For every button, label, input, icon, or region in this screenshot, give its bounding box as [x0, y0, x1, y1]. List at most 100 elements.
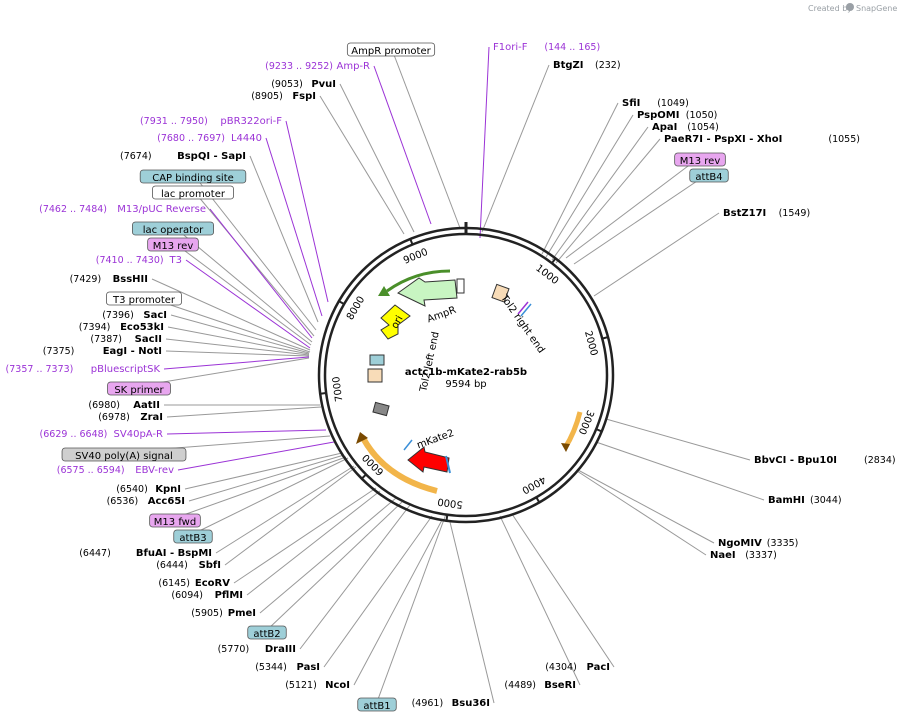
m13-puc-reverse-name: M13/pUC Reverse: [117, 204, 206, 215]
naei-position: (3337): [745, 550, 777, 561]
ecorv-position: (6145): [158, 578, 190, 589]
m13-rev-left-label[interactable]: M13 rev: [147, 237, 199, 252]
eagi-label[interactable]: EagI - NotI(7375): [43, 346, 162, 357]
tick-mark: [551, 257, 557, 264]
amp-r-label[interactable]: Amp-R(9233 .. 9252): [265, 61, 370, 72]
sacii-label[interactable]: SacII(7387): [90, 334, 162, 345]
paer7i-name: PaeR7I - PspXI - XhoI: [664, 134, 782, 145]
tick-label: 5000: [437, 495, 464, 509]
attb2-label[interactable]: attB2: [247, 625, 287, 640]
sv40-polya-text: SV40 poly(A) signal: [75, 451, 173, 462]
btgzi-position: (232): [595, 60, 621, 71]
aatii-label[interactable]: AatII(6980): [88, 400, 160, 411]
bseri-label[interactable]: BseRI(4489): [504, 680, 576, 691]
features: [356, 269, 583, 494]
draiii-label[interactable]: DraIII(5770): [218, 644, 296, 655]
naei-label[interactable]: NaeI(3337): [710, 550, 777, 561]
lac-operator-label[interactable]: lac operator: [131, 221, 214, 236]
apai-label[interactable]: ApaI(1054): [652, 122, 719, 133]
ncoi-leader: [353, 519, 443, 686]
orange-arrowhead-right: [561, 443, 570, 452]
t3-label[interactable]: T3(7410 .. 7430): [96, 255, 182, 266]
pmei-name: PmeI: [228, 608, 256, 619]
mkate2-feature-arrow: [407, 446, 450, 473]
pasi-position: (5344): [255, 662, 287, 673]
apai-leader: [551, 126, 649, 261]
fspi-leader: [319, 95, 405, 235]
pmei-label[interactable]: PmeI (5905): [191, 608, 256, 619]
paci-label[interactable]: PacI(4304): [545, 662, 610, 673]
attb4-label[interactable]: attB4: [689, 168, 729, 183]
bspqi-label[interactable]: BspQI - SapI(7674): [120, 151, 246, 162]
credit-brand: SnapGene: [856, 4, 897, 13]
saci-position: (7396): [102, 310, 134, 321]
btgzi-label[interactable]: BtgZI(232): [553, 60, 621, 71]
bbvci-label[interactable]: BbvCI - Bpu10I(2834): [754, 455, 896, 466]
m13-rev-right-leader: [565, 156, 701, 259]
ecorv-label[interactable]: EcoRV(6145): [158, 578, 230, 589]
m13-puc-reverse-label[interactable]: M13/pUC Reverse(7462 .. 7484): [39, 204, 206, 215]
acc65i-label[interactable]: Acc65I(6536): [107, 496, 185, 507]
fspi-label[interactable]: FspI(8905): [251, 91, 316, 102]
paer7i-label[interactable]: PaeR7I - PspXI - XhoI(1055): [664, 134, 860, 145]
bfuai-name: BfuAI - BspMI: [136, 548, 212, 559]
pbluescriptsk-position: (7357 .. 7373): [6, 364, 74, 375]
attb2-text: attB2: [253, 629, 280, 640]
t3-name: T3: [169, 255, 182, 266]
tick-mark: [595, 428, 604, 433]
pmei-position: (5905): [191, 608, 223, 619]
t3-promoter-label[interactable]: T3 promoter: [106, 291, 182, 306]
lac-promoter-label[interactable]: lac promoter: [151, 185, 234, 200]
cap-binding-label[interactable]: CAP binding site: [139, 169, 247, 184]
pbluescriptsk-label[interactable]: pBluescriptSK(7357 .. 7373): [6, 364, 161, 375]
tick-mark: [337, 299, 345, 305]
bseri-leader: [499, 515, 581, 686]
pasi-label[interactable]: PasI(5344): [255, 662, 320, 673]
paer7i-leader: [555, 138, 661, 264]
pvui-label[interactable]: PvuI(9053): [271, 79, 336, 90]
kpni-label[interactable]: KpnI(6540): [116, 484, 181, 495]
attb3-label[interactable]: attB3: [173, 529, 213, 544]
sfii-label[interactable]: SfiI(1049): [622, 98, 689, 109]
ncoi-label[interactable]: NcoI(5121): [285, 680, 350, 691]
bfuai-label[interactable]: BfuAI - BspMI(6447): [79, 548, 212, 559]
f1ori-f-label[interactable]: F1ori-F(144 .. 165): [493, 42, 600, 53]
pflmi-position: (6094): [171, 590, 203, 601]
kpni-leader: [184, 452, 343, 490]
multi-site-box-1: [369, 354, 385, 366]
bsshii-label[interactable]: BssHII(7429): [70, 274, 148, 285]
saci-label[interactable]: SacI(7396): [102, 310, 167, 321]
sk-primer-label[interactable]: SK primer: [107, 381, 171, 396]
psp0mi-label[interactable]: PspOMI(1050): [637, 110, 717, 121]
sv40-polya-box: [61, 447, 187, 462]
ampr-promoter-box: [346, 42, 436, 57]
mkate2-end-marker: [445, 455, 451, 474]
eco53ki-label[interactable]: Eco53kI(7394): [79, 322, 164, 333]
zrai-label[interactable]: ZraI(6978): [98, 412, 163, 423]
ebv-rev-label[interactable]: EBV-rev(6575 .. 6594): [57, 465, 174, 476]
sv40pa-r-leader: [166, 429, 327, 435]
bspqi-leader: [249, 155, 319, 323]
ampr-promoter-label[interactable]: AmpR promoter: [346, 42, 436, 57]
bsu36i-label[interactable]: Bsu36I(4961): [412, 698, 490, 709]
m13-rev-right-label[interactable]: M13 rev: [674, 152, 726, 167]
bbvci-position: (2834): [864, 455, 896, 466]
bstz17i-label[interactable]: BstZ17I(1549): [723, 208, 810, 219]
attb1-label[interactable]: attB1: [357, 697, 397, 712]
sv40pa-r-position: (6629 .. 6648): [40, 429, 108, 440]
plasmid-length: 9594 bp: [445, 379, 486, 390]
m13-fwd-label[interactable]: M13 fwd: [149, 513, 201, 528]
sbfi-label[interactable]: SbfI(6444): [156, 560, 221, 571]
sv40-polya-label[interactable]: SV40 poly(A) signal: [61, 447, 187, 462]
fspi-name: FspI: [292, 91, 316, 102]
ebv-rev-position: (6575 .. 6594): [57, 465, 125, 476]
ngomiv-label[interactable]: NgoMIV(3335): [718, 538, 798, 549]
pbr322ori-f-label[interactable]: pBR322ori-F(7931 .. 7950): [140, 116, 282, 127]
l4440-label[interactable]: L4440(7680 .. 7697): [157, 133, 262, 144]
paci-name: PacI: [587, 662, 610, 673]
sv40pa-r-label[interactable]: SV40pA-R(6629 .. 6648): [40, 429, 163, 440]
bsu36i-position: (4961): [412, 698, 444, 709]
pflmi-label[interactable]: PflMI(6094): [171, 590, 243, 601]
lac-operator-box: [131, 221, 214, 236]
bamhi-label[interactable]: BamHI(3044): [768, 495, 842, 506]
